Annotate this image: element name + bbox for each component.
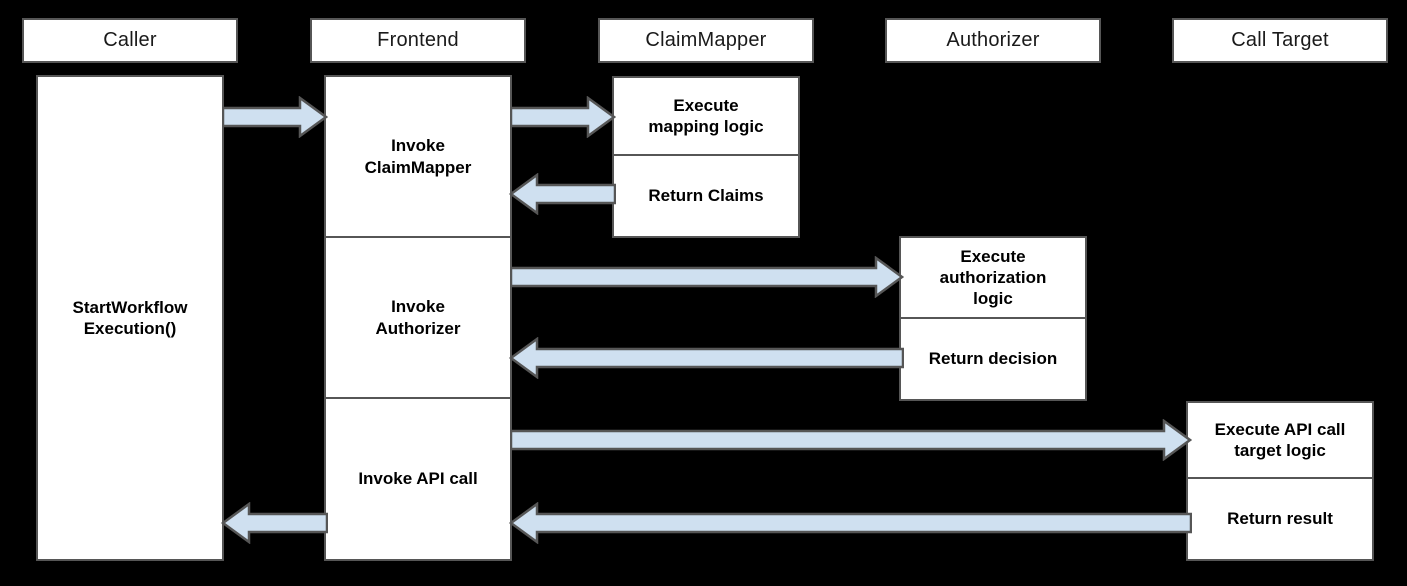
message-arrow-frontend-to-caller[interactable] <box>220 502 328 544</box>
activation-segment-frontend-invoke-api-call: Invoke API call <box>358 469 478 489</box>
activation-segment-calltarget-return-result: Return result <box>1227 509 1333 529</box>
activation-segment-calltarget-execute-api-call-target-logic: Execute API call target logic <box>1188 403 1372 480</box>
message-arrow-claimmapper-to-frontend[interactable] <box>508 173 616 215</box>
message-arrow-caller-to-frontend[interactable] <box>222 96 328 138</box>
message-arrow-calltarget-to-frontend[interactable] <box>508 502 1192 544</box>
lifeline-label-authorizer: Authorizer <box>946 29 1040 51</box>
lifeline-header-claimmapper[interactable]: ClaimMapper <box>598 18 814 63</box>
message-arrow-authorizer-to-frontend[interactable] <box>508 337 904 379</box>
lifeline-label-claimmapper: ClaimMapper <box>645 29 767 51</box>
activation-caller[interactable]: StartWorkflow Execution() <box>36 75 224 561</box>
lifeline-header-caller[interactable]: Caller <box>22 18 238 63</box>
activation-segment-authorizer-execute-authorization-logic: Execute authorization logic <box>901 238 1085 320</box>
message-arrow-frontend-to-claimmapper[interactable] <box>510 96 616 138</box>
lifeline-label-frontend: Frontend <box>377 29 459 51</box>
activation-authorizer[interactable]: Execute authorization logic Return decis… <box>899 236 1087 401</box>
lifeline-label-calltarget: Call Target <box>1231 29 1329 51</box>
lifeline-label-caller: Caller <box>103 29 157 51</box>
activation-calltarget[interactable]: Execute API call target logic Return res… <box>1186 401 1374 561</box>
activation-segment-claimmapper-execute-mapping-logic: Execute mapping logic <box>614 78 798 157</box>
message-arrow-frontend-to-authorizer[interactable] <box>510 256 904 298</box>
activation-segment-frontend-invoke-claimmapper: Invoke ClaimMapper <box>326 77 510 239</box>
message-arrow-frontend-to-calltarget[interactable] <box>510 419 1192 461</box>
lifeline-header-frontend[interactable]: Frontend <box>310 18 526 63</box>
lifeline-header-calltarget[interactable]: Call Target <box>1172 18 1388 63</box>
activation-segment-frontend-invoke-authorizer: Invoke Authorizer <box>326 238 510 399</box>
activation-claimmapper[interactable]: Execute mapping logic Return Claims <box>612 76 800 238</box>
activation-segment-authorizer-return-decision: Return decision <box>928 349 1058 369</box>
activation-segment-claimmapper-return-claims: Return Claims <box>648 186 764 206</box>
activation-frontend[interactable]: Invoke ClaimMapper Invoke Authorizer Inv… <box>324 75 512 561</box>
activation-segment-caller-start-workflow: StartWorkflow Execution() <box>72 297 188 338</box>
lifeline-header-authorizer[interactable]: Authorizer <box>885 18 1101 63</box>
